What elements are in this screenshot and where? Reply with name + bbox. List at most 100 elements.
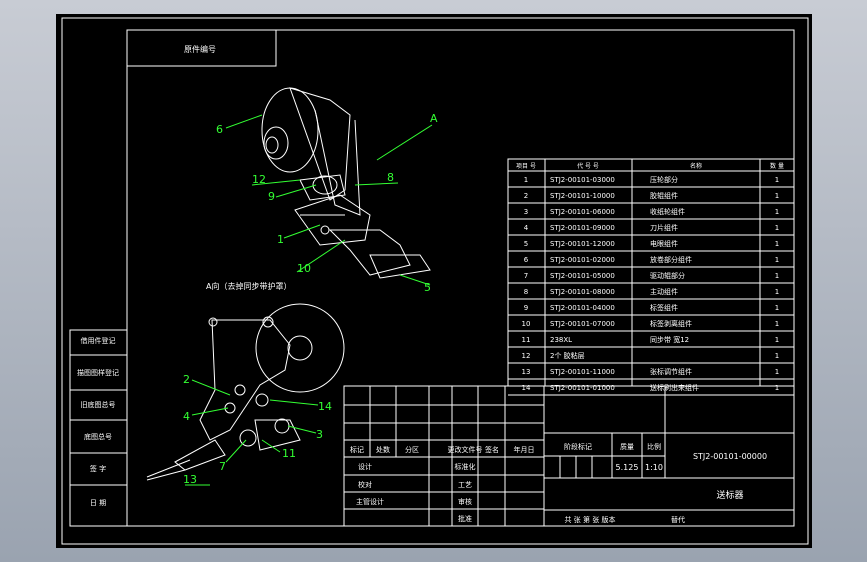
bom-cell-code: STJ2-00101-06000: [550, 208, 615, 216]
bom-cell-code: STJ2-00101-02000: [550, 256, 615, 264]
bom-cell-code: STJ2-00101-01000: [550, 384, 615, 392]
bom-cell-code: STJ2-00101-03000: [550, 176, 615, 184]
side-label-5: 签 字: [90, 464, 106, 473]
side-registration-column: 借用件登记 描图图样登记 旧底图总号 底图总号 签 字 日 期: [69, 329, 128, 527]
sheet-background: [56, 14, 812, 548]
view-arrow-label: A: [430, 112, 438, 125]
callout-5: 5: [424, 281, 431, 294]
bom-cell-no: 1: [524, 176, 528, 184]
bom-cell-qty: 1: [775, 208, 779, 216]
title-block: [343, 385, 795, 527]
callout-9: 9: [268, 190, 275, 203]
tb-review: 审核: [458, 497, 472, 506]
side-label-4: 底图总号: [84, 432, 112, 441]
bom-cell-name: 胶辊组件: [650, 191, 678, 200]
bom-cell-name: 电眼组件: [650, 239, 678, 248]
bom-cell-name: 驱动辊部分: [650, 271, 685, 280]
callouts-bottom: 2 4 14 3 7 11 13: [183, 373, 332, 486]
bom-cell-qty: 1: [775, 336, 779, 344]
tb-design: 设计: [358, 462, 372, 471]
bom-cell-code: STJ2-00101-07000: [550, 320, 615, 328]
code-box-label: 原件编号: [184, 44, 216, 54]
bom-header-no: 项目 号: [516, 163, 536, 170]
bom-cell-no: 4: [524, 224, 529, 232]
bom-cell-name: 压轮部分: [650, 175, 678, 184]
bom-cell-qty: 1: [775, 240, 779, 248]
callout-3: 3: [316, 428, 323, 441]
bom-cell-name: 送标刷出来组件: [650, 383, 699, 392]
callout-2: 2: [183, 373, 190, 386]
bom-cell-code: STJ2-00101-08000: [550, 288, 615, 296]
bom-cell-qty: 1: [775, 224, 779, 232]
bom-cell-no: 10: [522, 320, 531, 328]
tb-std: 标准化: [455, 462, 476, 471]
tb-sheet-info: 共 张 第 张 版本: [565, 515, 616, 524]
bom-cell-name: 标签组件: [650, 303, 678, 312]
bom-cell-code: STJ2-00101-11000: [550, 368, 615, 376]
tb-process: 工艺: [458, 481, 472, 489]
bom-cell-code: STJ2-00101-12000: [550, 240, 615, 248]
bom-cell-name: 刀片组件: [650, 223, 678, 232]
bom-cell-name: 放卷部分组件: [650, 255, 692, 264]
callout-7: 7: [219, 460, 226, 473]
bom-cell-qty: 1: [775, 368, 779, 376]
side-label-3: 旧底图总号: [81, 400, 116, 409]
side-label-1: 借用件登记: [81, 336, 116, 345]
title-block-text: 标记 处数 分区 更改文件号 签名 年月日 设计 标准化 校对 工艺 主管设计 …: [350, 442, 767, 524]
bom-cell-no: 2: [524, 192, 528, 200]
callouts-top: 6 12 9 8 1 10 5: [216, 114, 431, 294]
bom-cell-qty: 1: [775, 192, 779, 200]
callout-1: 1: [277, 233, 284, 246]
outer-border: [61, 17, 809, 545]
callout-13: 13: [183, 473, 197, 486]
tb-scale-value: 1:10: [645, 463, 663, 472]
bom-cell-name: 标签剥离组件: [650, 319, 692, 328]
bom-cell-no: 5: [524, 240, 528, 248]
bom-cell-no: 8: [524, 288, 528, 296]
tb-mark: 标记: [350, 445, 364, 454]
tb-scale-label: 比例: [647, 442, 661, 451]
callout-12: 12: [252, 173, 266, 186]
bom-cell-name: 主动组件: [650, 287, 678, 296]
bom-cell-no: 14: [522, 384, 531, 392]
bom-cell-qty: 1: [775, 304, 779, 312]
bom-header-name: 名称: [690, 162, 702, 170]
bom-cell-qty: 1: [775, 176, 779, 184]
bom-cell-name: 同步带 宽12: [650, 335, 689, 344]
tb-date: 年月日: [514, 445, 535, 454]
callout-6: 6: [216, 123, 223, 136]
callout-4: 4: [183, 410, 190, 423]
side-label-2: 描图图样登记: [77, 368, 119, 377]
bom-cell-qty: 1: [775, 384, 779, 392]
callout-11: 11: [282, 447, 296, 460]
bom-cell-no: 7: [524, 272, 528, 280]
bom-cell-no: 9: [524, 304, 528, 312]
bom-cell-no: 12: [522, 352, 531, 360]
tb-replace: 替代: [671, 515, 685, 524]
bom-cell-name: 收纸轮组件: [650, 207, 685, 216]
bom-cell-code: STJ2-00101-05000: [550, 272, 615, 280]
code-box: [126, 29, 277, 67]
bom-cell-qty: 1: [775, 352, 779, 360]
bom-header-qty: 数 量: [770, 162, 784, 170]
front-view: [146, 303, 345, 481]
view-a-label: A向（去掉同步带护罩）: [206, 281, 291, 291]
bom-cell-no: 6: [524, 256, 529, 264]
bom-cell-no: 13: [522, 368, 531, 376]
bom-header: 项目 号 代 号 号 名称 数 量: [516, 162, 784, 170]
side-label-6: 日 期: [90, 499, 106, 507]
tb-drawing-no: STJ2-00101-00000: [693, 452, 767, 461]
tb-zone: 分区: [405, 445, 419, 454]
tb-change-doc: 更改文件号: [448, 445, 483, 454]
bom-cell-code: STJ2-00101-10000: [550, 192, 615, 200]
bom-header-code: 代 号 号: [577, 162, 599, 170]
isometric-view: [261, 87, 431, 279]
bom-cell-code: 2个 胶粘层: [550, 351, 585, 360]
bom-cell-name: 张标调节组件: [650, 367, 692, 376]
view-arrow: [376, 124, 433, 161]
tb-weight-value: 5.125: [616, 463, 639, 472]
bom-cell-code: STJ2-00101-04000: [550, 304, 615, 312]
